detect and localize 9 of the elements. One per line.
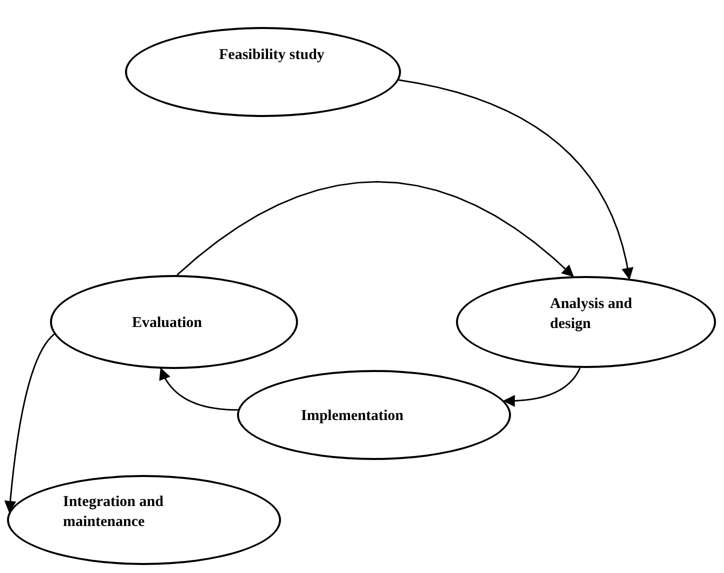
arrow [502, 368, 581, 407]
node-label: Evaluation [132, 314, 204, 333]
node-label: Feasibility study [219, 46, 326, 65]
node-label: Integration and maintenance [63, 493, 164, 532]
arrow [159, 368, 238, 411]
arrow [176, 181, 574, 278]
arrow [4, 334, 55, 513]
node-label: Analysis and design [550, 295, 634, 334]
node-label: Implementation [301, 407, 404, 426]
